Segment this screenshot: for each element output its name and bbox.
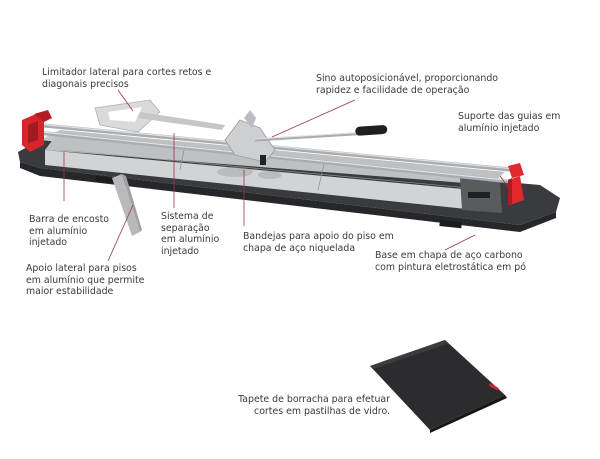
rubber-mat-illustration <box>370 340 507 433</box>
leader-lines <box>63 89 509 262</box>
callout-lateral-limiter: Limitador lateral para cortes retos e di… <box>42 67 212 90</box>
callout-rubber-mat: Tapete de borracha para efetuar cortes e… <box>238 394 390 417</box>
callout-separation-system: Sistema de separação em alumínio injetad… <box>161 211 220 257</box>
callout-trays: Bandejas para apoio do piso em chapa de … <box>243 231 394 254</box>
callout-backstop-bar: Barra de encosto em alumínio injetado <box>29 214 110 248</box>
callout-guide-support: Suporte das guias em alumínio injetado <box>458 111 561 134</box>
cutting-head <box>224 110 388 165</box>
callout-lateral-support: Apoio lateral para pisos em alumínio que… <box>26 263 145 297</box>
lateral-limiter <box>94 99 225 133</box>
guide-rails <box>31 123 516 184</box>
callout-base: Base em chapa de aço carbono com pintura… <box>375 250 526 273</box>
red-end-caps <box>22 110 524 205</box>
callout-self-positioning-bell: Sino autoposicionável, proporcionando ra… <box>316 73 499 96</box>
lateral-support <box>112 174 142 236</box>
